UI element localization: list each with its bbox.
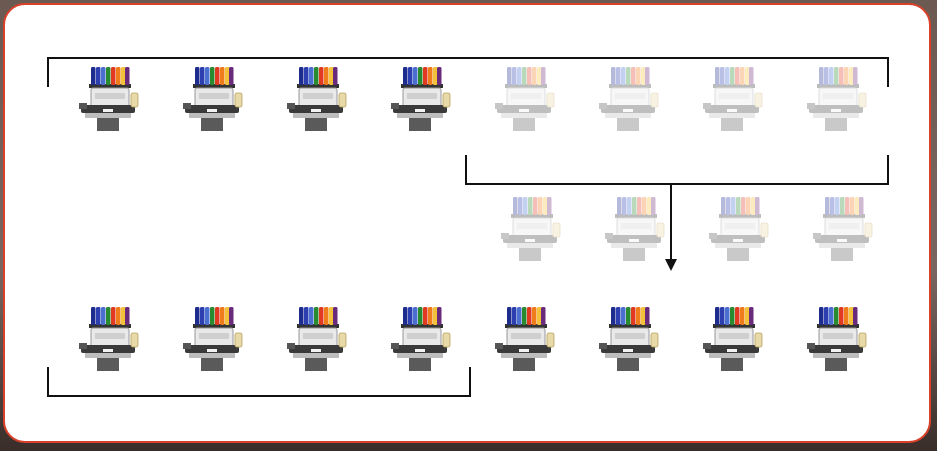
embroidery-machine-icon [701,305,763,375]
top-bracket [47,57,889,87]
down-arrow-icon [665,259,677,271]
embroidery-machine-icon [181,65,243,135]
embroidery-machine-icon [597,305,659,375]
embroidery-machine-icon [701,65,763,135]
embroidery-machine-icon [603,195,665,265]
embroidery-machine-icon [805,305,867,375]
down-arrow-line [670,185,672,261]
bottom-bracket [47,367,471,397]
embroidery-machine-icon [597,65,659,135]
embroidery-machine-icon [493,65,555,135]
middle-bracket [465,155,889,185]
embroidery-machine-icon [285,305,347,375]
embroidery-machine-icon [77,65,139,135]
diagram-panel [3,3,931,443]
embroidery-machine-icon [77,305,139,375]
embroidery-machine-icon [493,305,555,375]
embroidery-machine-icon [181,305,243,375]
embroidery-machine-icon [285,65,347,135]
embroidery-machine-icon [499,195,561,265]
embroidery-machine-icon [805,65,867,135]
embroidery-machine-icon [389,305,451,375]
embroidery-machine-icon [707,195,769,265]
embroidery-machine-icon [811,195,873,265]
embroidery-machine-icon [389,65,451,135]
